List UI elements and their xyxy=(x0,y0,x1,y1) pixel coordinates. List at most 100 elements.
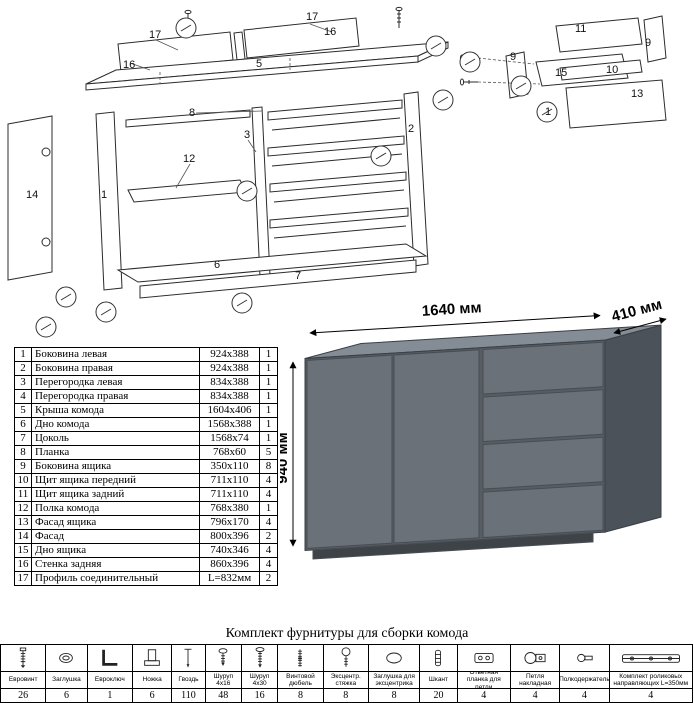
part-num: 7 xyxy=(14,431,32,446)
hardware-kit-title: Комплект фурнитуры для сборки комода xyxy=(225,626,469,641)
hardware-callouts xyxy=(35,17,558,338)
callout-fastener-glyph xyxy=(430,42,442,50)
part-num: 11 xyxy=(14,487,32,502)
part-size: 1604x406 xyxy=(199,403,260,418)
diagram-part-label: 6 xyxy=(214,259,220,271)
diagram-part-label: 12 xyxy=(183,153,195,165)
part-num: 2 xyxy=(14,361,32,376)
part-size: 834x388 xyxy=(199,375,260,390)
cap-icon xyxy=(46,645,86,671)
hardware-item-qty: 4 xyxy=(532,690,538,701)
callout-fastener-glyph xyxy=(541,108,553,116)
hardware-item-name: Шуруп 4х16 xyxy=(205,671,241,689)
part-qty: 4 xyxy=(259,543,278,558)
part-name: Боковина ящика xyxy=(31,459,200,474)
part-name: Цоколь xyxy=(31,431,200,446)
hardware-item-qty: 6 xyxy=(63,690,69,701)
part-qty: 1 xyxy=(259,403,278,418)
part-qty: 1 xyxy=(259,389,278,404)
part-num: 5 xyxy=(14,403,32,418)
hardware-item-qty: 8 xyxy=(391,690,397,701)
part-qty: 1 xyxy=(259,431,278,446)
cam-cap-icon xyxy=(369,645,419,671)
diagram-part-label: 8 xyxy=(189,107,195,119)
detached-facade-shape xyxy=(7,115,53,281)
diagram-part-label: 10 xyxy=(606,64,618,76)
drawer-detail-shape xyxy=(505,15,667,129)
dresser-door-right xyxy=(393,349,480,544)
diagram-part-label: 14 xyxy=(26,189,38,201)
hardware-item-qty: 20 xyxy=(433,690,444,701)
part-size: 768x60 xyxy=(199,445,260,460)
part-num: 15 xyxy=(14,543,32,558)
part-num: 17 xyxy=(14,571,32,586)
part-num: 9 xyxy=(14,459,32,474)
part-num: 8 xyxy=(14,445,32,460)
part-size: L=832мм xyxy=(199,571,260,586)
callout-fastener-glyph xyxy=(236,299,248,307)
part-name: Фасад xyxy=(31,529,200,544)
dowel-icon xyxy=(420,645,456,671)
dresser-drawer-1 xyxy=(482,341,604,395)
part-name: Полка комода xyxy=(31,501,200,516)
part-size: 711x110 xyxy=(199,473,260,488)
part-num: 6 xyxy=(14,417,32,432)
part-size: 834x388 xyxy=(199,389,260,404)
dowel-screw-icon xyxy=(278,645,322,671)
part-num: 12 xyxy=(14,501,32,516)
part-size: 860x396 xyxy=(199,557,260,572)
part-qty: 4 xyxy=(259,557,278,572)
hardware-item-name: Заглушка xyxy=(46,671,87,689)
callout-fastener-glyph xyxy=(60,293,72,301)
dresser-plinth xyxy=(312,532,594,560)
bottom-panel-shape xyxy=(116,243,428,283)
product-render: 1640 мм 410 мм 940 мм xyxy=(274,296,694,612)
hardware-item-qty: 48 xyxy=(218,690,229,701)
callout-fastener-glyph xyxy=(40,323,52,331)
part-num: 16 xyxy=(14,557,32,572)
part-size: 924x388 xyxy=(199,361,260,376)
part-size: 1568x388 xyxy=(199,417,260,432)
part-name: Перегородка правая xyxy=(31,389,200,404)
part-name: Планка xyxy=(31,445,200,460)
part-qty: 4 xyxy=(259,515,278,530)
height-dimension-label: 940 мм xyxy=(280,432,291,483)
hardware-item-name: Эксцентр. стяжка xyxy=(323,671,368,689)
part-name: Профиль соединительный xyxy=(31,571,200,586)
dimension-arrows xyxy=(289,312,667,547)
callout-fastener-glyph xyxy=(180,24,192,32)
part-qty: 1 xyxy=(259,347,278,362)
part-name: Щит ящика задний xyxy=(31,487,200,502)
diagram-part-label: 16 xyxy=(123,59,135,71)
callout-fastener-glyph xyxy=(515,82,527,90)
dresser-door-left xyxy=(306,354,393,549)
diagram-part-label: 5 xyxy=(256,58,262,70)
part-num: 10 xyxy=(14,473,32,488)
euroscrew-icon xyxy=(1,645,45,671)
diagram-part-label: 16 xyxy=(324,26,336,38)
part-size: 350x110 xyxy=(199,459,260,474)
dresser-drawer-2 xyxy=(482,389,604,443)
part-qty: 4 xyxy=(259,473,278,488)
hardware-item-qty: 1 xyxy=(107,690,113,701)
